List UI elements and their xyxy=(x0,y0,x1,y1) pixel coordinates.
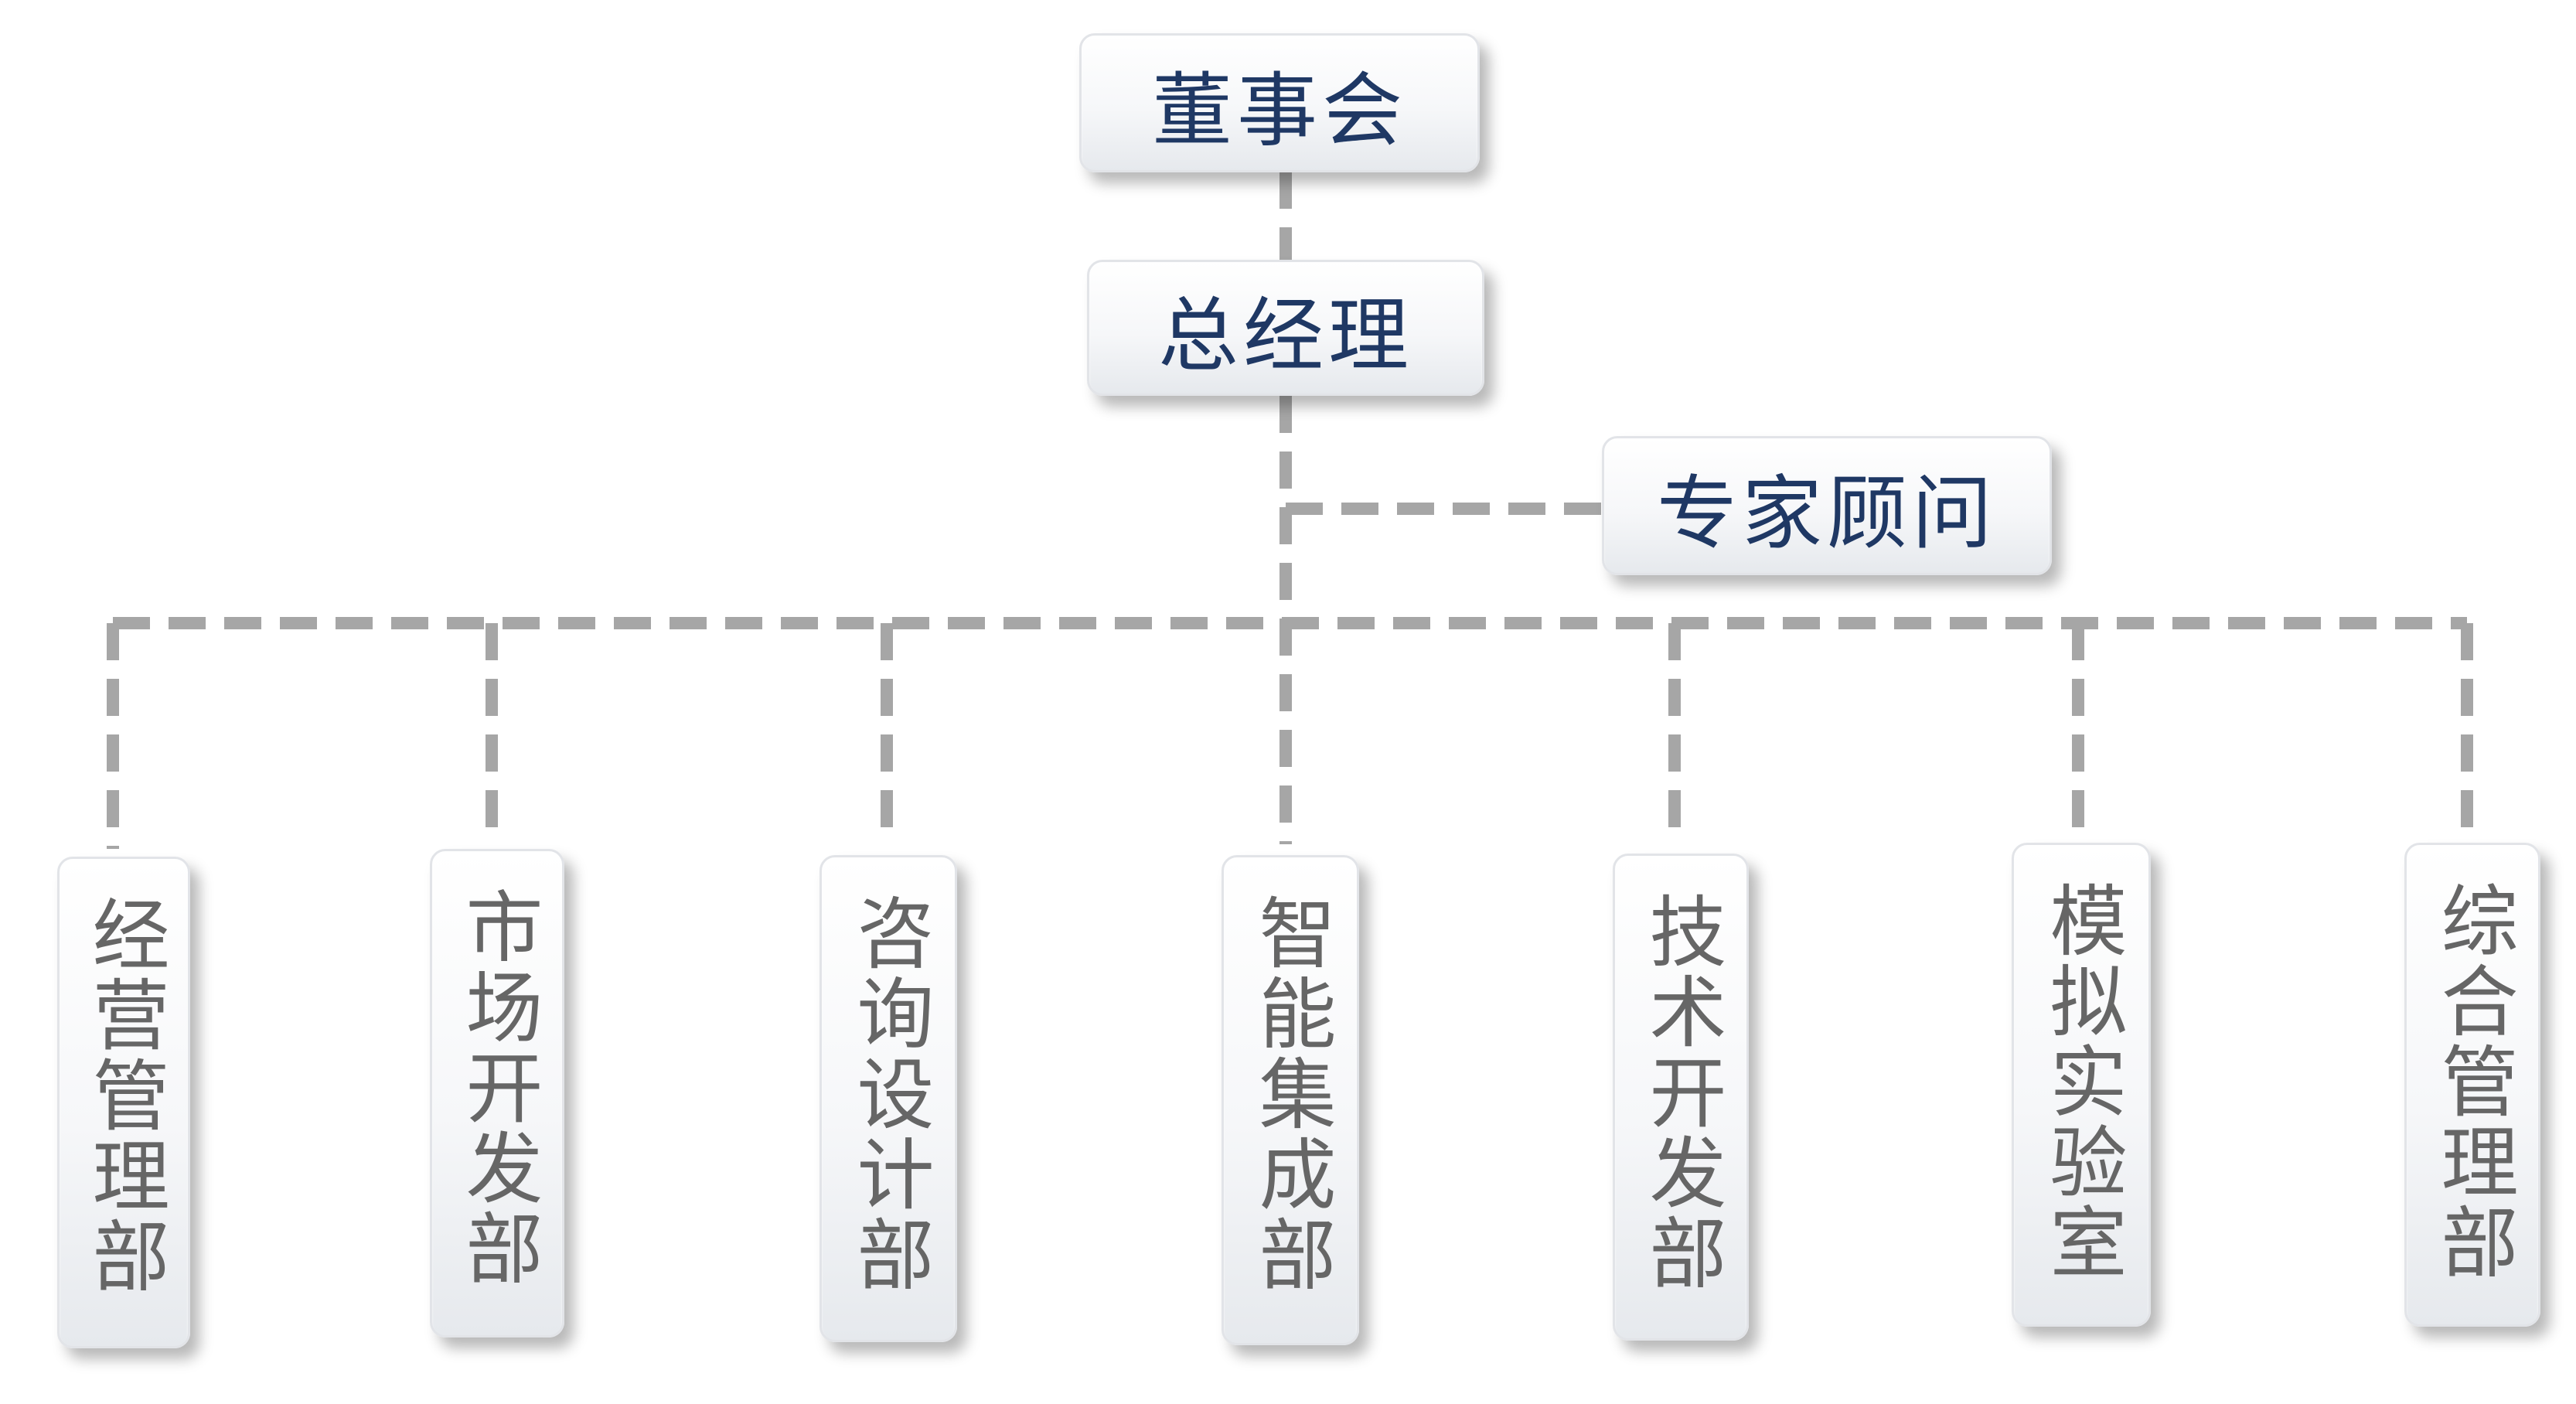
general-manager-node: 总经理 xyxy=(1087,260,1484,396)
department-node-6: 模拟实验室 xyxy=(2012,843,2151,1327)
general-manager-label: 总经理 xyxy=(1157,288,1413,383)
department-node-7: 综合管理部 xyxy=(2404,843,2540,1327)
department-label: 技术开发部 xyxy=(1636,891,1726,1293)
department-label: 模拟实验室 xyxy=(2036,881,2127,1283)
department-node-2: 市场开发部 xyxy=(430,849,564,1338)
department-node-1: 经营管理部 xyxy=(57,857,190,1348)
department-node-4: 智能集成部 xyxy=(1222,855,1359,1345)
department-label: 综合管理部 xyxy=(2428,881,2518,1283)
department-node-3: 咨询设计部 xyxy=(819,855,957,1342)
board-label: 董事会 xyxy=(1151,63,1407,158)
board-node: 董事会 xyxy=(1079,33,1480,172)
expert-advisor-node: 专家顾问 xyxy=(1602,436,2052,575)
department-label: 智能集成部 xyxy=(1245,893,1336,1295)
department-label: 市场开发部 xyxy=(452,887,543,1289)
department-label: 经营管理部 xyxy=(79,895,169,1297)
department-label: 咨询设计部 xyxy=(843,893,934,1295)
expert-advisor-label: 专家顾问 xyxy=(1656,465,1997,561)
department-node-5: 技术开发部 xyxy=(1613,854,1749,1341)
